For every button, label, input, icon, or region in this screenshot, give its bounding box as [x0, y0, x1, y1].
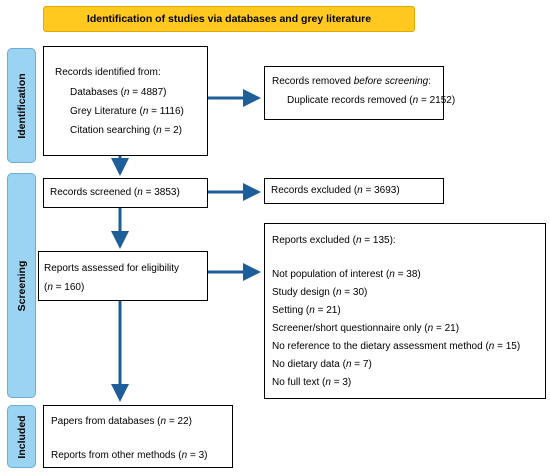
records-removed-box: Records removed before screening: Duplic… — [264, 66, 455, 120]
records-excluded-box: Records excluded (n = 3693) — [264, 178, 444, 204]
exclusion-reason: Screener/short questionnaire only (n = 2… — [272, 323, 460, 334]
exclusion-reason: Setting (n = 21) — [272, 305, 341, 316]
phase-included: Included — [7, 405, 36, 468]
diagram-title: Identification of studies via databases … — [43, 6, 415, 32]
included-reports-other: Reports from other methods (n = 3) — [51, 450, 208, 461]
records-screened-text: Records screened (n = 3853) — [50, 187, 180, 198]
phase-identification: Identification — [7, 48, 36, 163]
exclusion-reason: No dietary data (n = 7) — [272, 359, 372, 370]
reports-assessed-box: Reports assessed for eligibility (n = 16… — [38, 251, 208, 301]
reports-assessed-line2: (n = 160) — [44, 282, 85, 293]
phase-screening: Screening — [7, 173, 36, 398]
records-removed-heading: Records removed before screening: — [272, 76, 431, 87]
exclusion-reason: Study design (n = 30) — [272, 287, 368, 298]
exclusion-reason: No reference to the dietary assessment m… — [272, 341, 521, 352]
records-excluded-text: Records excluded (n = 3693) — [271, 185, 400, 196]
diagram-title-text: Identification of studies via databases … — [86, 13, 372, 25]
identified-item-grey-literature: Grey Literature (n = 1116) — [70, 106, 184, 117]
reports-excluded-heading: Reports excluded (n = 135): — [272, 235, 396, 246]
included-papers-databases: Papers from databases (n = 22) — [51, 416, 192, 427]
reports-excluded-box: Reports excluded (n = 135): Not populati… — [264, 223, 546, 399]
duplicates-removed: Duplicate records removed (n = 2152) — [287, 95, 456, 106]
identified-item-citation: Citation searching (n = 2) — [70, 125, 183, 136]
reports-assessed-line1: Reports assessed for eligibility — [44, 263, 180, 274]
records-identified-heading: Records identified from: — [55, 67, 161, 78]
included-box: Papers from databases (n = 22) Reports f… — [43, 405, 233, 468]
identified-item-databases: Databases (n = 4887) — [70, 87, 167, 98]
records-identified-box: Records identified from: Databases (n = … — [43, 46, 208, 156]
exclusion-reason: Not population of interest (n = 38) — [272, 269, 421, 280]
exclusion-reason: No full text (n = 3) — [272, 377, 352, 388]
records-screened-box: Records screened (n = 3853) — [43, 178, 208, 208]
